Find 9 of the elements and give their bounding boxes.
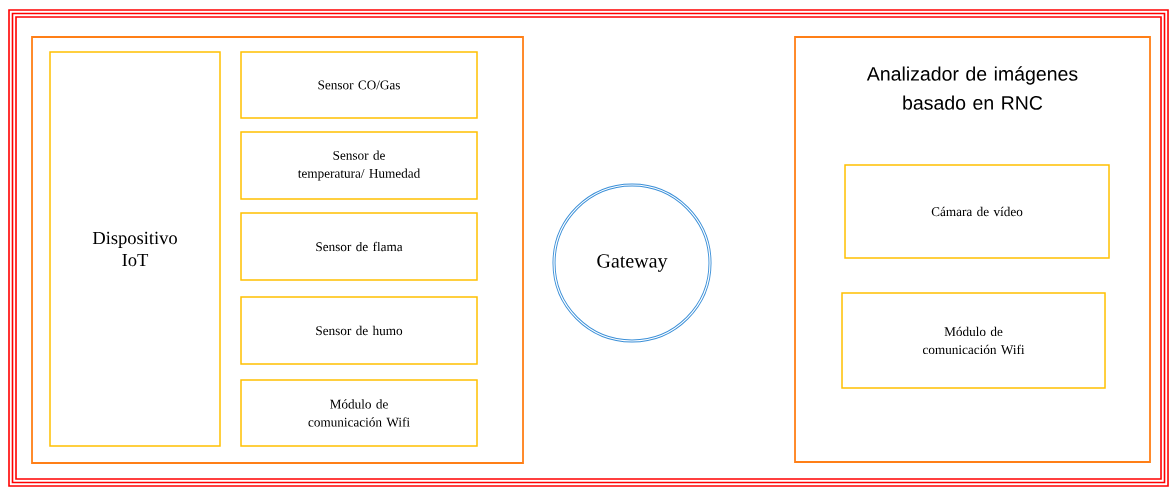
component-box: Sensor CO/Gas [240,51,478,119]
component-box: Módulo de comunicación Wifi [240,379,478,447]
component-box: Sensor de humo [240,296,478,365]
component-box: Dispositivo IoT [49,51,221,447]
panel [31,36,524,464]
component-box: Sensor de temperatura/ Humedad [240,131,478,200]
component-box: Cámara de vídeo [844,164,1110,259]
component-box: Módulo de comunicación Wifi [841,292,1106,389]
component-box: Sensor de flama [240,212,478,281]
